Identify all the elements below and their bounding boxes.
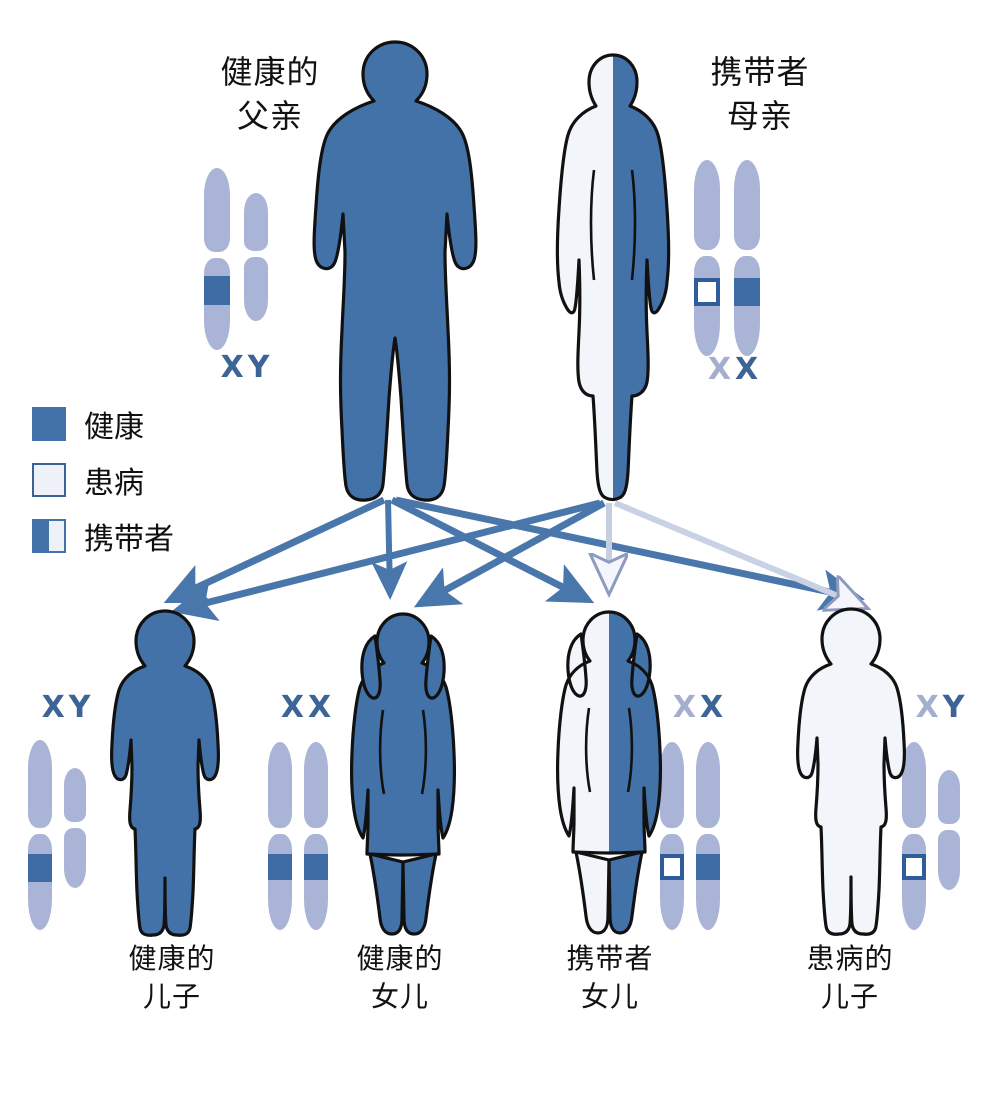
mother-x-affected-band bbox=[694, 278, 720, 306]
child-3-x-normal-band bbox=[696, 854, 720, 880]
mother-figure bbox=[548, 52, 678, 504]
father-chromosomes: XY bbox=[202, 350, 292, 390]
child-4-chromosomes: XY bbox=[900, 690, 984, 726]
child-2-x2-band bbox=[304, 854, 328, 880]
father-karyotype-label: XY bbox=[202, 350, 292, 385]
arrow-mother-to-child-1 bbox=[171, 499, 601, 622]
child-3-chromosome-x-affected bbox=[660, 742, 684, 930]
child-3-caption: 携带者 女儿 bbox=[566, 942, 654, 1013]
legend-label-healthy: 健康 bbox=[84, 410, 144, 445]
mother-chromosome-x-affected bbox=[694, 160, 720, 356]
father-chromosome-bodies bbox=[204, 168, 268, 350]
child-2-chr-label-0: X bbox=[280, 690, 308, 725]
child-4-chr-label-1: Y bbox=[942, 690, 969, 725]
child-1-figure bbox=[104, 608, 226, 938]
legend-item-affected: 患病 bbox=[32, 452, 174, 508]
mother-caption: 携带者 母亲 bbox=[710, 53, 810, 135]
child-1-x-band bbox=[28, 854, 52, 882]
child-1-chromosomes: XY bbox=[26, 690, 110, 726]
arrow-father-to-child-4 bbox=[395, 496, 865, 611]
child-1-chromosome-bodies bbox=[28, 740, 86, 930]
child-4-x-band bbox=[902, 854, 926, 880]
child-4-chr-label-0: X bbox=[915, 690, 943, 725]
mother-chromosomes: XX bbox=[692, 352, 778, 392]
child-2-figure bbox=[344, 610, 462, 938]
legend-label-carrier: 携带者 bbox=[84, 522, 174, 557]
arrow-father-to-child-3 bbox=[390, 496, 595, 604]
legend-label-affected: 患病 bbox=[84, 466, 144, 501]
child-2-x1-band bbox=[268, 854, 292, 880]
father-chr-label-0: X bbox=[220, 350, 248, 385]
child-1-chr-label-1: Y bbox=[68, 690, 95, 725]
father-chromosome-y bbox=[244, 193, 268, 321]
legend-swatch-carrier-icon bbox=[32, 519, 66, 553]
child-1-chr-label-0: X bbox=[41, 690, 69, 725]
legend-swatch-affected-icon bbox=[32, 463, 66, 497]
child-2-chromosome-x-1 bbox=[268, 742, 292, 930]
child-2-chr-label-1: X bbox=[308, 690, 336, 725]
legend: 健康 患病 携带者 bbox=[32, 396, 174, 564]
child-3-chr-label-1: X bbox=[700, 690, 728, 725]
child-4-caption: 患病的 儿子 bbox=[806, 942, 894, 1013]
arrow-mother-to-child-2 bbox=[413, 499, 606, 608]
father-caption: 健康的 父亲 bbox=[220, 53, 320, 135]
legend-item-healthy: 健康 bbox=[32, 396, 174, 452]
child-3-figure bbox=[550, 608, 668, 938]
child-2-chromosomes: XX bbox=[266, 690, 350, 726]
child-4-karyotype-label: XY bbox=[900, 690, 984, 725]
father-x-band bbox=[204, 276, 230, 305]
child-1-caption: 健康的 儿子 bbox=[128, 942, 216, 1013]
mother-chromosome-x-normal bbox=[734, 160, 760, 356]
child-2-chromosome-x-2 bbox=[304, 742, 328, 930]
child-3-chromosomes: XX bbox=[658, 690, 742, 726]
mother-x-normal-band bbox=[734, 278, 760, 306]
child-3-x-affected-band bbox=[660, 854, 684, 880]
mother-karyotype-label: XX bbox=[692, 352, 778, 387]
mother-chr-label-0: X bbox=[707, 352, 735, 387]
child-2-karyotype-label: XX bbox=[266, 690, 350, 725]
child-1-karyotype-label: XY bbox=[26, 690, 110, 725]
legend-swatch-healthy-icon bbox=[32, 407, 66, 441]
child-3-karyotype-label: XX bbox=[658, 690, 742, 725]
child-1-chromosome-x bbox=[28, 740, 52, 930]
arrow-mother-to-child-4 bbox=[613, 500, 862, 606]
child-3-chr-label-0: X bbox=[672, 690, 700, 725]
child-1-chromosome-y bbox=[64, 768, 86, 888]
child-2-chromosome-bodies bbox=[268, 742, 328, 930]
mother-chr-label-1: X bbox=[735, 352, 763, 387]
legend-item-carrier: 携带者 bbox=[32, 508, 174, 564]
child-4-figure bbox=[790, 606, 912, 938]
child-3-chromosome-bodies bbox=[660, 742, 720, 930]
child-4-chromosome-bodies bbox=[902, 742, 960, 930]
child-3-chromosome-x-normal bbox=[696, 742, 720, 930]
mother-chromosome-bodies bbox=[694, 160, 760, 356]
father-figure bbox=[300, 38, 490, 506]
father-chromosome-x bbox=[204, 168, 230, 350]
child-4-chromosome-x bbox=[902, 742, 926, 930]
father-chr-label-1: Y bbox=[247, 350, 274, 385]
arrow-father-to-child-2 bbox=[371, 499, 408, 600]
child-2-caption: 健康的 女儿 bbox=[356, 942, 444, 1013]
child-4-chromosome-y bbox=[938, 770, 960, 890]
arrows-from-mother bbox=[171, 499, 862, 622]
